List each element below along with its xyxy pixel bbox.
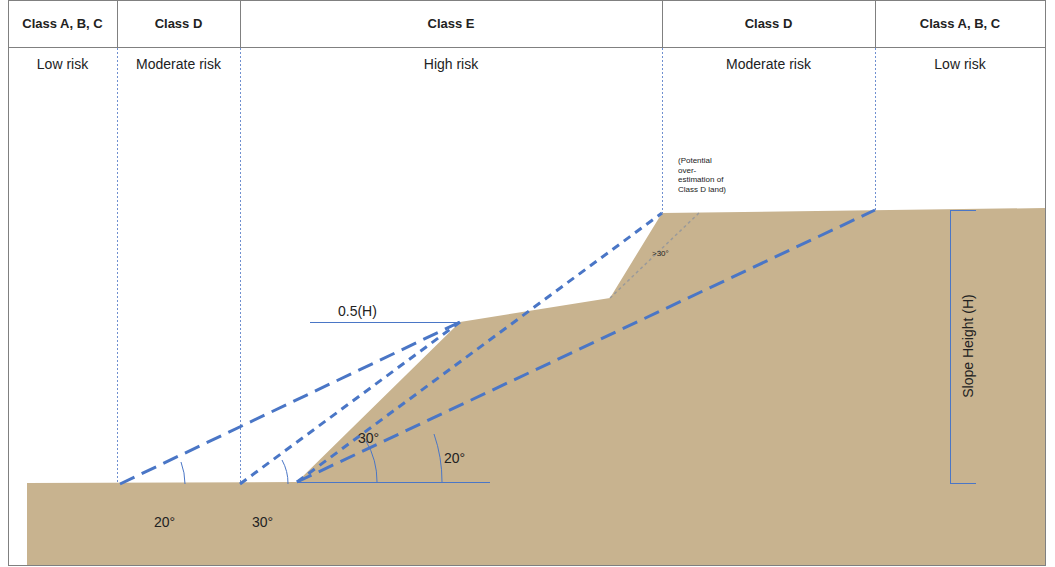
header-rule (8, 47, 1045, 48)
risk-level: High risk (240, 56, 662, 72)
projection-lines (120, 210, 875, 484)
half-height-line (310, 322, 460, 323)
header-dividers (118, 0, 876, 47)
risk-level: Moderate risk (117, 56, 240, 72)
base-line (297, 482, 490, 483)
class-heading: Class E (240, 0, 662, 47)
annotation: 20° (444, 450, 465, 466)
frame (9, 1, 1046, 566)
annotation: 30° (252, 514, 273, 530)
annotation: 20° (154, 514, 175, 530)
angle-arcs (181, 434, 442, 484)
annotation: (Potential over-estimation of Class D la… (678, 156, 730, 194)
annotation: 0.5(H) (338, 303, 377, 319)
risk-level: Low risk (875, 56, 1045, 72)
risk-column: Class D Moderate risk (662, 0, 875, 80)
ground (27, 208, 1045, 565)
class-heading: Class D (117, 0, 240, 47)
risk-column: Class D Moderate risk (117, 0, 240, 80)
risk-column: Class A, B, C Low risk (8, 0, 117, 80)
risk-column: Class E High risk (240, 0, 662, 80)
annotation: >30° (652, 249, 704, 259)
class-heading: Class A, B, C (875, 0, 1045, 47)
class-heading: Class A, B, C (8, 0, 117, 47)
risk-level: Low risk (8, 56, 117, 72)
risk-level: Moderate risk (662, 56, 875, 72)
height-label: Slope Height (H) (960, 294, 976, 398)
class-heading: Class D (662, 0, 875, 47)
risk-column: Class A, B, C Low risk (875, 0, 1045, 80)
annotation: 30° (358, 430, 379, 446)
height-bracket (950, 210, 976, 484)
